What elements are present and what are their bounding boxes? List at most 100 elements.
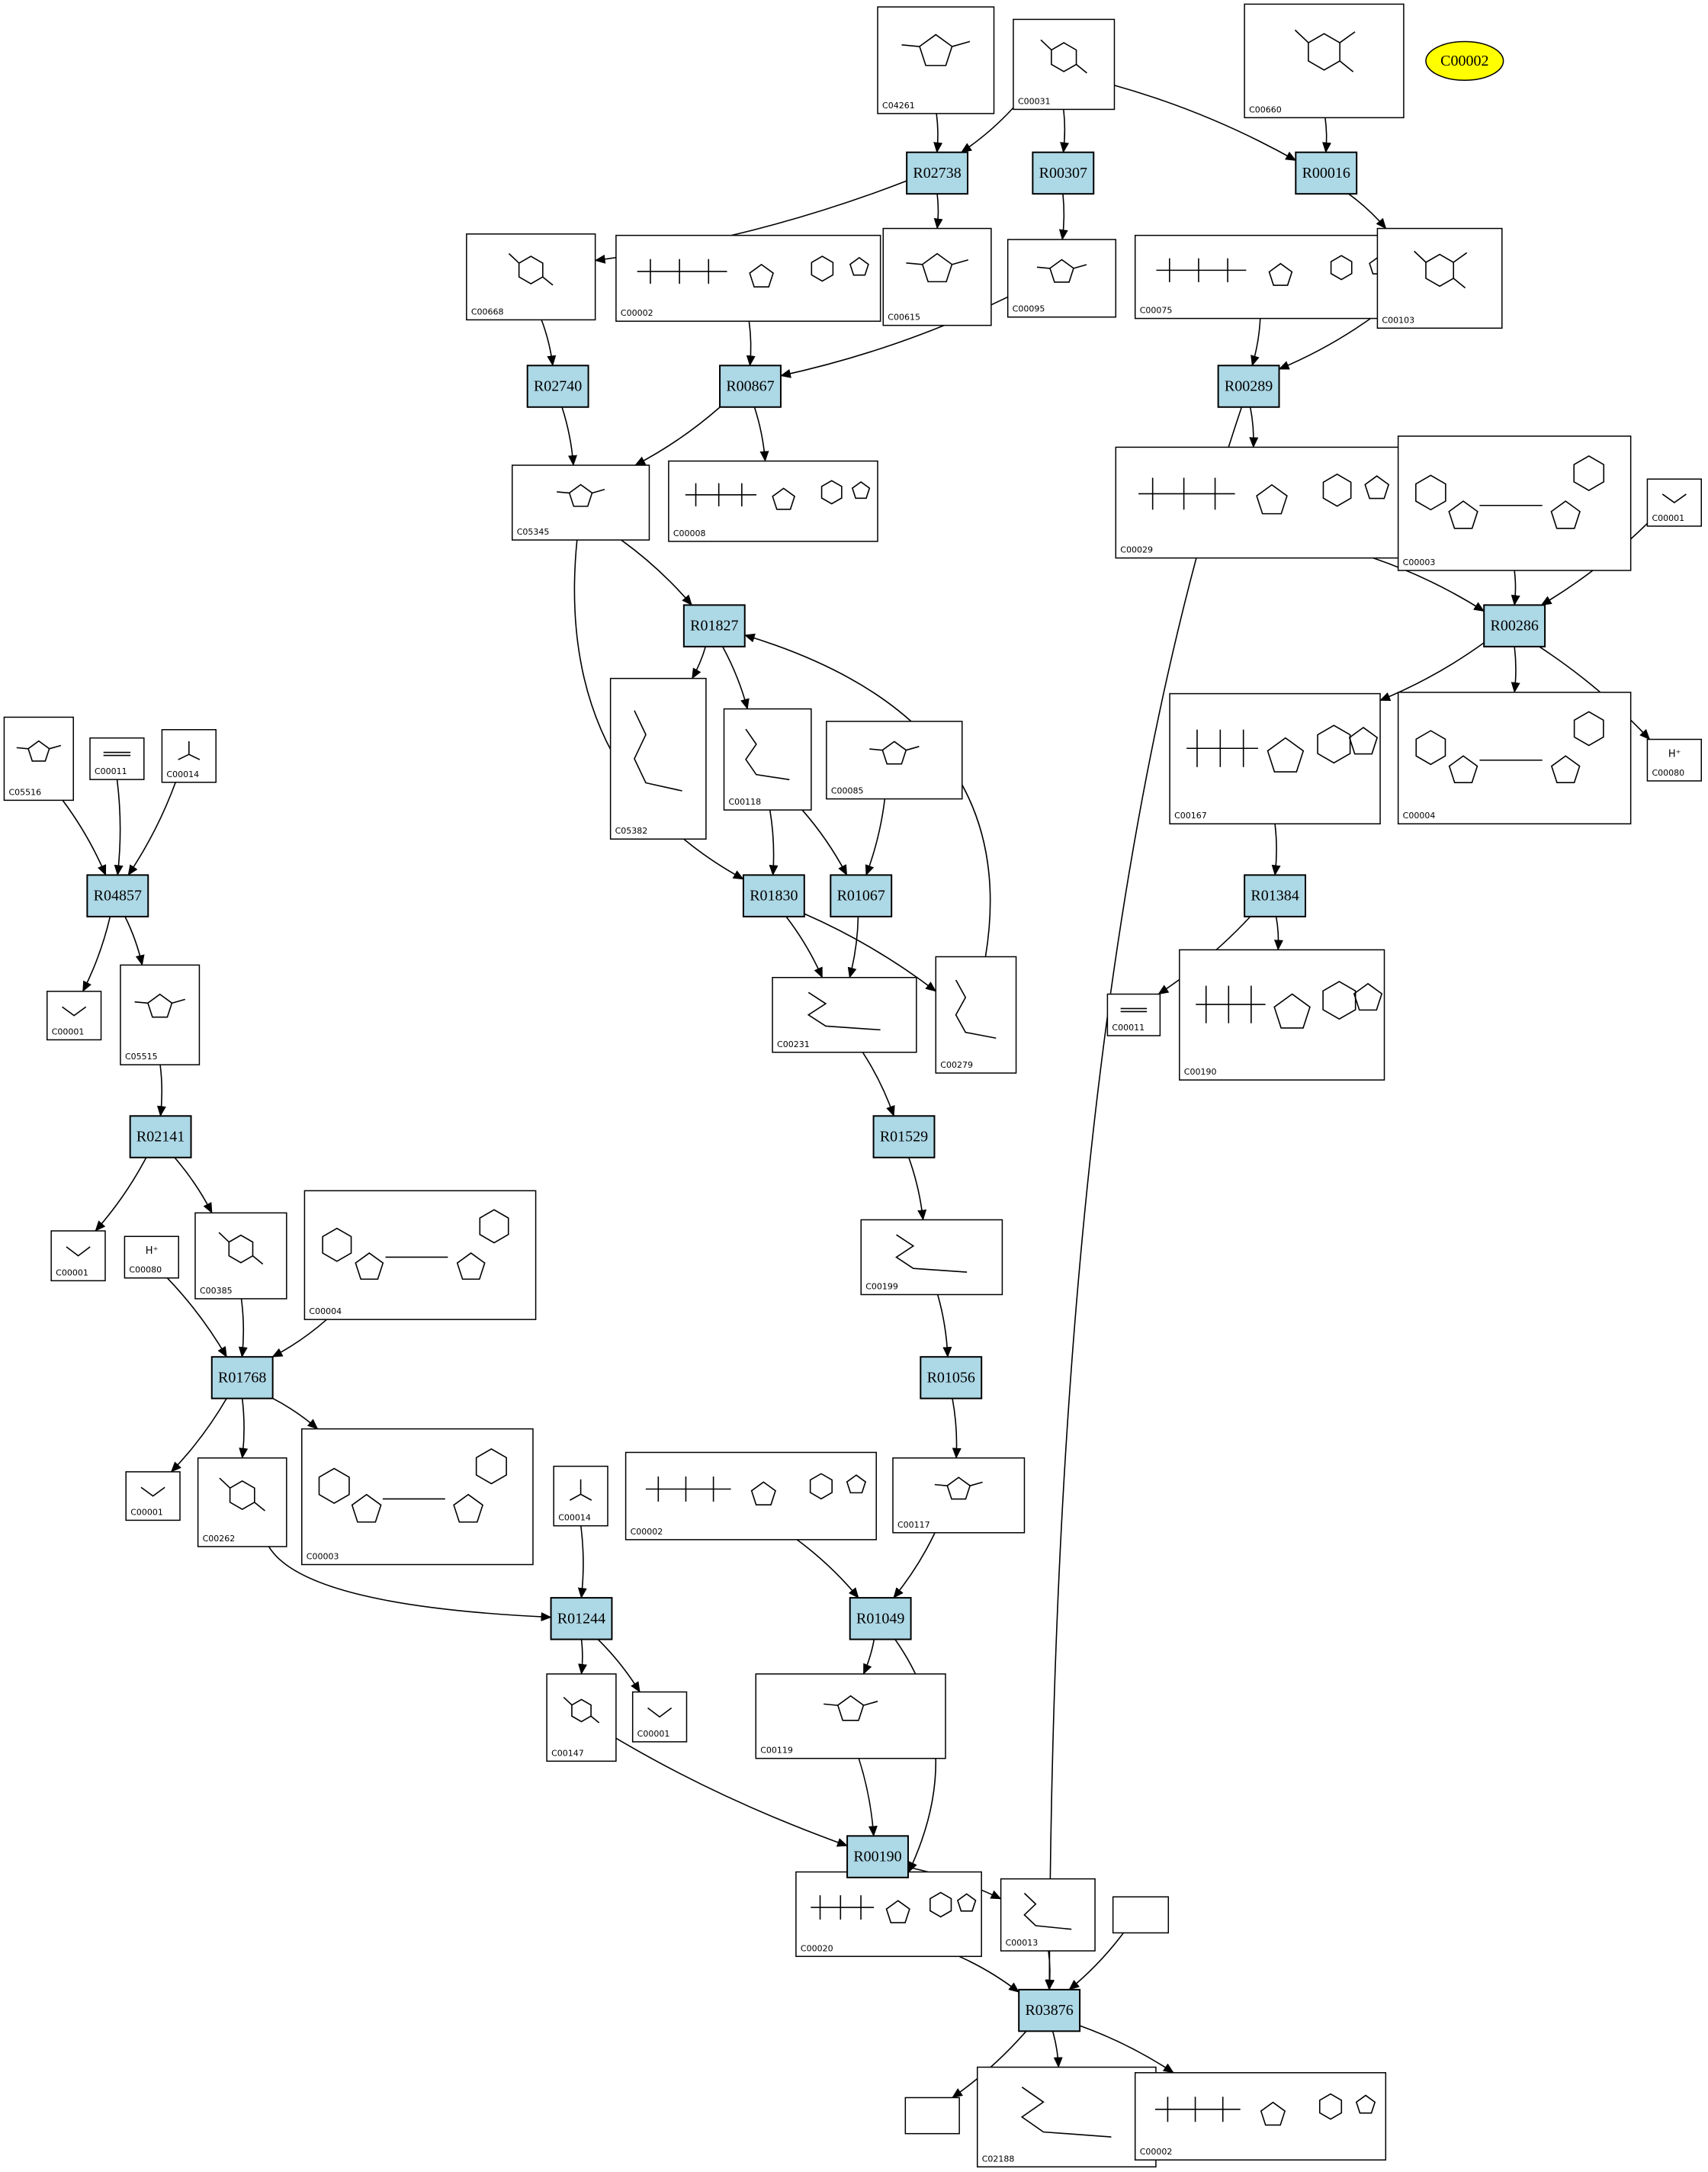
structure-drawing [318, 1448, 507, 1523]
compound-node[interactable]: C05345 [511, 464, 650, 541]
highlight-compound[interactable]: C00002 [1425, 40, 1504, 82]
compound-node[interactable]: C00011 [1106, 993, 1161, 1036]
compound-node[interactable]: C00011 [89, 737, 145, 780]
compound-node[interactable]: C00002 [615, 234, 881, 322]
compound-node[interactable]: C00385 [194, 1212, 287, 1300]
reaction-node[interactable]: R00867 [719, 365, 782, 408]
reaction-arrow [721, 646, 750, 710]
compound-node[interactable]: C00001 [46, 991, 102, 1041]
compound-node[interactable]: C04261 [877, 6, 995, 114]
compound-node[interactable]: C00615 [882, 227, 992, 326]
reaction-node[interactable]: R01529 [872, 1115, 936, 1158]
reaction-node[interactable]: R01830 [742, 874, 805, 917]
reaction-node[interactable]: R00289 [1217, 365, 1280, 408]
compound-node[interactable]: C00147 [546, 1673, 617, 1762]
compound-node[interactable]: C00003 [301, 1428, 534, 1566]
compound-id: C00011 [1112, 1023, 1145, 1033]
compound-id: C00190 [1184, 1067, 1217, 1077]
reaction-node[interactable]: R01384 [1244, 874, 1307, 917]
reaction-node[interactable]: R01244 [550, 1597, 613, 1640]
reaction-arrow [82, 916, 111, 992]
reaction-node[interactable]: R01827 [682, 604, 746, 647]
reaction-node[interactable]: R04857 [86, 874, 149, 917]
compound-node[interactable]: C00190 [1179, 949, 1385, 1081]
reaction-node[interactable]: R02740 [526, 365, 589, 408]
reaction-arrow [1278, 313, 1378, 370]
compound-node[interactable]: C00001 [125, 1471, 181, 1521]
compound-node[interactable]: C00075 [1134, 234, 1401, 320]
compound-node[interactable]: C02188 [976, 2066, 1157, 2168]
compound-node[interactable]: C00279 [935, 956, 1017, 1074]
reaction-node[interactable]: R00307 [1032, 151, 1095, 195]
compound-node[interactable]: C00002 [1134, 2072, 1387, 2161]
compound-node[interactable]: C00031 [1013, 18, 1116, 111]
reaction-node[interactable]: R01768 [210, 1356, 274, 1399]
reaction-node[interactable]: R02738 [906, 151, 969, 195]
compound-node[interactable]: C05516 [3, 716, 74, 802]
compound-node[interactable]: C05515 [120, 964, 201, 1065]
compound-node[interactable] [904, 2096, 960, 2135]
reaction-node[interactable]: R00016 [1295, 151, 1358, 195]
compound-node[interactable]: C00013 [1000, 1878, 1096, 1952]
reaction-node[interactable]: R01056 [920, 1356, 983, 1399]
compound-node[interactable]: C00262 [197, 1457, 287, 1547]
compound-node[interactable]: C00119 [755, 1673, 946, 1759]
proton-glyph: H⁺ [1668, 748, 1681, 760]
structure-drawing [901, 34, 971, 66]
compound-node[interactable]: H⁺C00080 [1646, 738, 1702, 782]
reaction-node[interactable]: R00286 [1483, 604, 1546, 647]
compound-node[interactable]: C00231 [772, 976, 917, 1053]
reaction-node[interactable]: R00190 [846, 1835, 909, 1878]
compound-node[interactable]: C00014 [161, 729, 217, 783]
compound-id: C00001 [56, 1268, 88, 1277]
compound-node[interactable]: C00004 [1397, 692, 1632, 824]
compound-node[interactable]: C05382 [609, 677, 707, 840]
reaction-arrow [1372, 557, 1485, 612]
compound-node[interactable]: C00020 [795, 1871, 982, 1958]
reaction-arrow [238, 1298, 248, 1358]
structure-drawing [745, 728, 790, 781]
reaction-node[interactable]: R03876 [1018, 1988, 1081, 2032]
compound-node[interactable]: C00008 [668, 460, 878, 542]
compound-node[interactable]: C00660 [1244, 3, 1405, 119]
compound-id: C00004 [309, 1306, 342, 1316]
reaction-arrow [1114, 85, 1297, 162]
compound-node[interactable]: C00103 [1376, 227, 1503, 329]
structure-drawing [1186, 725, 1379, 773]
reaction-arrow [1348, 193, 1387, 230]
reaction-arrow [541, 320, 557, 367]
compound-node[interactable]: C00029 [1115, 446, 1401, 559]
compound-node[interactable]: C00167 [1169, 692, 1381, 824]
reaction-id: R04857 [94, 888, 142, 904]
compound-node[interactable]: C00002 [624, 1451, 877, 1541]
structure-drawing [906, 252, 968, 283]
structure-drawing [685, 480, 871, 510]
compound-node[interactable]: C00004 [303, 1190, 537, 1320]
compound-node[interactable]: C00199 [860, 1219, 1003, 1296]
compound-id: C00231 [777, 1039, 810, 1049]
reaction-arrow [753, 406, 769, 462]
compound-id: C00002 [621, 308, 653, 318]
compound-node[interactable]: H⁺C00080 [124, 1235, 179, 1279]
compound-node[interactable]: C00001 [1646, 478, 1702, 527]
structure-drawing [134, 993, 186, 1018]
reaction-id: R01827 [690, 618, 738, 635]
reaction-arrow [621, 539, 692, 606]
reaction-node[interactable]: R01067 [830, 874, 893, 917]
structure-drawing [16, 740, 62, 762]
compound-node[interactable]: C00001 [50, 1230, 106, 1282]
compound-node[interactable]: C00117 [892, 1457, 1026, 1534]
compound-node[interactable]: C00003 [1397, 435, 1632, 571]
compound-node[interactable]: C00095 [1006, 239, 1117, 318]
compound-node[interactable]: C00014 [553, 1465, 608, 1527]
reaction-node[interactable]: R01049 [849, 1597, 912, 1640]
compound-node[interactable]: C00001 [631, 1691, 688, 1743]
reaction-id: R01056 [927, 1369, 975, 1386]
compound-node[interactable] [1112, 1896, 1170, 1934]
compound-node[interactable]: C00085 [826, 721, 963, 800]
reaction-node[interactable]: R02141 [129, 1115, 192, 1158]
compound-id: C00660 [1249, 104, 1282, 114]
compound-node[interactable]: C00668 [466, 233, 596, 321]
compound-node[interactable]: C00118 [723, 708, 812, 811]
structure-drawing [219, 1477, 265, 1512]
